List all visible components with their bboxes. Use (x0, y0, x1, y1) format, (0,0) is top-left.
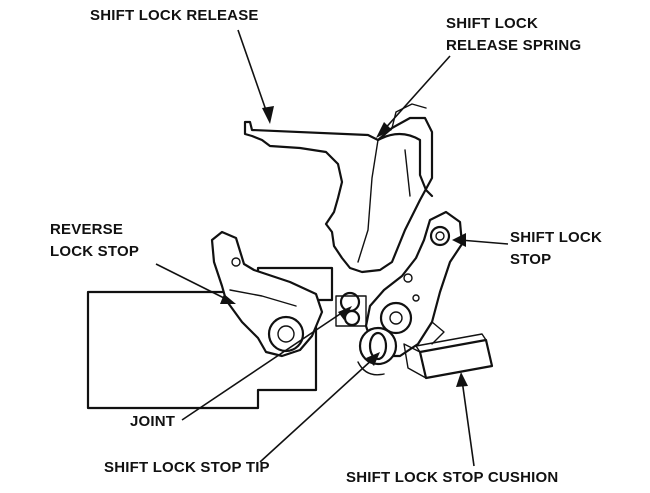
label-reverse-lock-stop-line1: REVERSE (50, 221, 124, 238)
leader-arrows (155, 29, 509, 467)
shift-lock-stop-tip (357, 326, 398, 376)
shift-lock-stop-lever (364, 210, 464, 358)
shift-lock-stop-cushion (403, 333, 494, 380)
shift-lock-release-bracket (243, 103, 434, 274)
label-shift-lock-stop-tip: SHIFT LOCK STOP TIP (104, 459, 270, 476)
label-joint: JOINT (130, 413, 176, 430)
label-release-spring-line1: SHIFT LOCK (446, 15, 538, 32)
label-shift-lock-release: SHIFT LOCK RELEASE (90, 7, 259, 24)
label-shift-lock-stop-line1: SHIFT LOCK (510, 229, 602, 246)
joint-pin (335, 291, 367, 327)
label-release-spring-line2: RELEASE SPRING (446, 37, 582, 54)
label-shift-lock-stop-line2: STOP (510, 251, 552, 268)
label-reverse-lock-stop-line2: LOCK STOP (50, 243, 140, 260)
label-shift-lock-stop-cushion: SHIFT LOCK STOP CUSHION (346, 469, 559, 486)
